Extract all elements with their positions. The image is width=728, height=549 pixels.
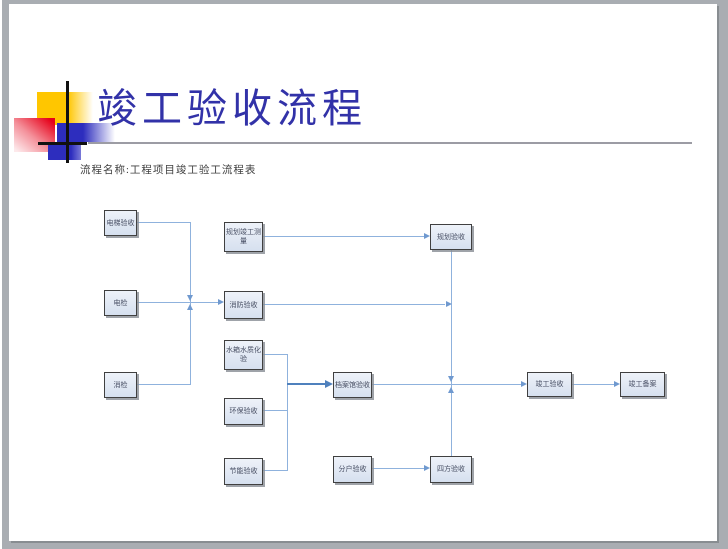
deco-blue-square-lower (48, 145, 81, 160)
window-edge-strip (0, 0, 2, 549)
flow-arrowhead-right (218, 299, 224, 305)
flow-edge (263, 236, 424, 237)
flow-edge (287, 354, 288, 471)
flow-arrowhead-down (448, 376, 454, 382)
flow-edge (451, 250, 452, 456)
flow-arrowhead-right (446, 301, 452, 307)
flow-edge (372, 384, 521, 385)
flow-edge (137, 302, 218, 303)
flow-node-completion-acceptance: 竣工验收 (527, 372, 572, 397)
flow-node-fire-protection-acceptance: 消防验收 (224, 291, 263, 319)
flow-arrowhead-up (448, 387, 454, 393)
flow-node-fire-inspection: 消检 (104, 372, 137, 398)
flow-edge (372, 468, 424, 469)
flow-node-four-party-acceptance: 四方验收 (430, 456, 472, 483)
flow-edge (137, 222, 190, 223)
flow-node-water-tank-quality-test: 水箱水质化验 (224, 340, 263, 370)
flow-node-electrical-inspection: 电检 (104, 290, 137, 316)
flow-arrowhead-right (424, 233, 430, 239)
flow-edge (263, 354, 287, 355)
flow-edge (137, 384, 190, 385)
flow-edge (572, 384, 614, 385)
flow-edge (263, 410, 287, 411)
flow-arrowhead-right (614, 381, 620, 387)
flow-arrowhead-right (424, 465, 430, 471)
flow-node-completion-filing: 竣工备案 (620, 372, 665, 397)
flow-node-energy-saving-acceptance: 节能验收 (224, 458, 263, 485)
flow-arrowhead-down (187, 295, 193, 301)
flow-node-elevator-inspection: 电梯验收 (104, 210, 137, 236)
title-underline-rule (88, 142, 692, 144)
flow-edge (190, 222, 191, 385)
flow-edge (263, 470, 287, 471)
flow-node-household-acceptance: 分户验收 (333, 456, 372, 483)
flow-node-planning-acceptance: 规划验收 (430, 224, 472, 250)
flow-edge (263, 304, 445, 305)
slide-canvas (9, 4, 717, 541)
flowchart-caption: 流程名称:工程项目竣工验工流程表 (80, 165, 257, 176)
flow-arrowhead-right (325, 380, 333, 388)
flow-node-archives-acceptance: 档案馆验收 (333, 372, 372, 398)
slide-title: 竣工验收流程 (97, 86, 367, 131)
flow-node-planning-completion-survey: 规划竣工测量 (224, 222, 263, 252)
deco-cross-vertical-line (66, 81, 69, 163)
flow-arrowhead-up (187, 304, 193, 310)
deco-cross-horizontal-line (38, 142, 87, 145)
flow-node-environmental-acceptance: 环保验收 (224, 398, 263, 425)
flow-arrowhead-right (521, 381, 527, 387)
flow-edge (287, 383, 326, 385)
deco-blue-square-upper (57, 123, 115, 142)
